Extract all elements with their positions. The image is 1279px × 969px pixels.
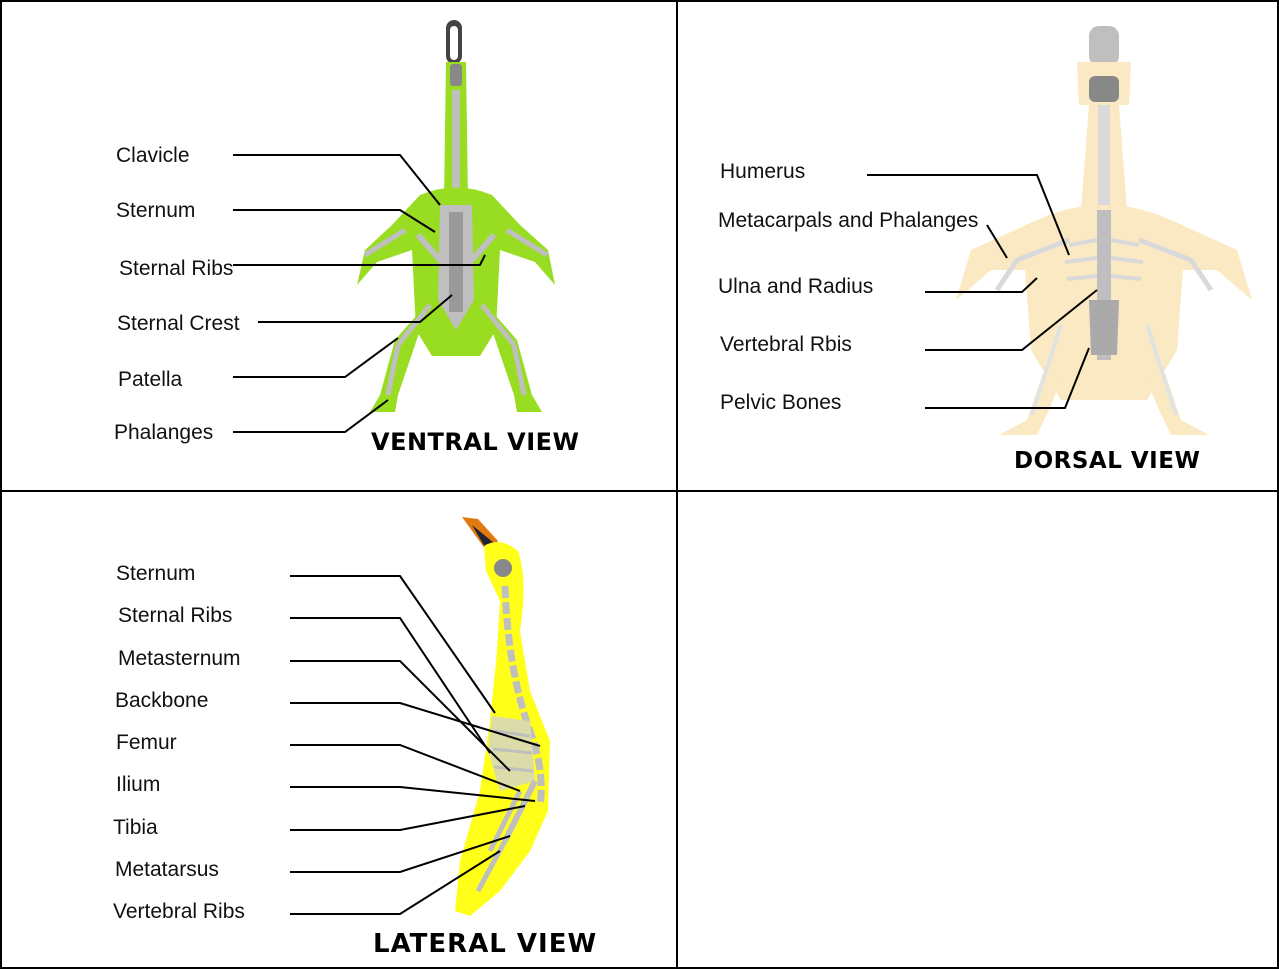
lateral-label-tibia: Tibia [113,817,158,838]
dorsal-label-ulna-radius: Ulna and Radius [718,276,873,297]
dorsal-title: DORSAL VIEW [1014,450,1200,473]
ventral-label-clavicle: Clavicle [116,145,190,166]
lateral-panel: Sternum Sternal Ribs Metasternum Backbon… [0,491,677,969]
lateral-label-backbone: Backbone [115,690,208,711]
ventral-label-sternal-ribs: Sternal Ribs [119,258,233,279]
lateral-bird-illustration [0,491,677,969]
lateral-label-femur: Femur [116,732,177,753]
lateral-title: LATERAL VIEW [373,931,597,957]
lateral-label-sternal-ribs: Sternal Ribs [118,605,232,626]
dorsal-label-vertebral-ribs: Vertebral Rbis [720,334,852,355]
dorsal-label-humerus: Humerus [720,161,805,182]
ventral-label-sternum: Sternum [116,200,195,221]
ventral-panel: Clavicle Sternum Sternal Ribs Sternal Cr… [0,0,677,491]
lateral-label-ilium: Ilium [116,774,160,795]
dorsal-label-pelvic-bones: Pelvic Bones [720,392,841,413]
ventral-label-patella: Patella [118,369,182,390]
dorsal-beak [1089,26,1119,66]
empty-panel [677,491,1279,969]
lateral-label-metasternum: Metasternum [118,648,241,669]
dorsal-label-metacarpals-phalanges: Metacarpals and Phalanges [718,210,978,231]
dorsal-bird-illustration [677,0,1279,491]
lateral-label-sternum: Sternum [116,563,195,584]
ventral-label-sternal-crest: Sternal Crest [117,313,240,334]
ventral-label-phalanges: Phalanges [114,422,213,443]
lateral-label-metatarsus: Metatarsus [115,859,219,880]
dorsal-panel: Humerus Metacarpals and Phalanges Ulna a… [677,0,1279,491]
ventral-title: VENTRAL VIEW [371,430,580,454]
ventral-bird-illustration [0,0,677,491]
lateral-label-vertebral-ribs: Vertebral Ribs [113,901,245,922]
